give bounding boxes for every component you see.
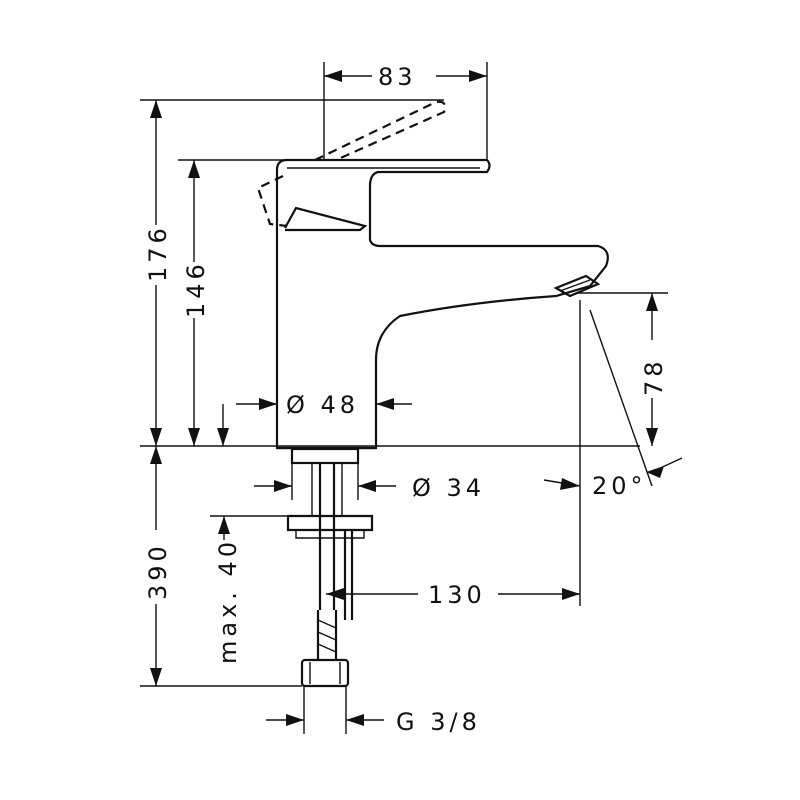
dim-hose-length: 390: [140, 446, 302, 687]
dim-thread: G 3/8: [266, 686, 481, 736]
dim-label-176: 176: [144, 224, 172, 282]
dim-spout-height: 78: [576, 292, 668, 446]
faucet-outline: [275, 158, 609, 450]
lever-raised-dashed: [256, 100, 447, 228]
dim-label-130: 130: [428, 581, 486, 609]
dim-max-thickness: max. 40: [210, 515, 290, 664]
dim-label-34: Ø 34: [412, 474, 485, 502]
dim-height-total: 176: [140, 99, 444, 446]
dim-label-20deg: 20°: [592, 472, 647, 500]
dim-body-diameter: Ø 48: [236, 391, 412, 419]
dim-label-83: 83: [378, 63, 417, 91]
dim-label-max40: max. 40: [214, 538, 242, 664]
dim-label-78: 78: [640, 357, 668, 396]
dim-deck-indicator: [217, 404, 229, 446]
dim-label-g38: G 3/8: [396, 708, 481, 736]
dim-lever-reach: 83: [323, 62, 488, 160]
dim-label-146: 146: [182, 260, 210, 318]
dim-projection: 130: [326, 581, 580, 609]
dim-shank-diameter: Ø 34: [254, 463, 485, 502]
dim-label-48: Ø 48: [286, 391, 359, 419]
dim-height-body: 146: [178, 159, 286, 446]
shank: [286, 447, 374, 688]
dim-spout-angle: 20°: [543, 300, 683, 606]
dim-label-390: 390: [144, 542, 172, 600]
